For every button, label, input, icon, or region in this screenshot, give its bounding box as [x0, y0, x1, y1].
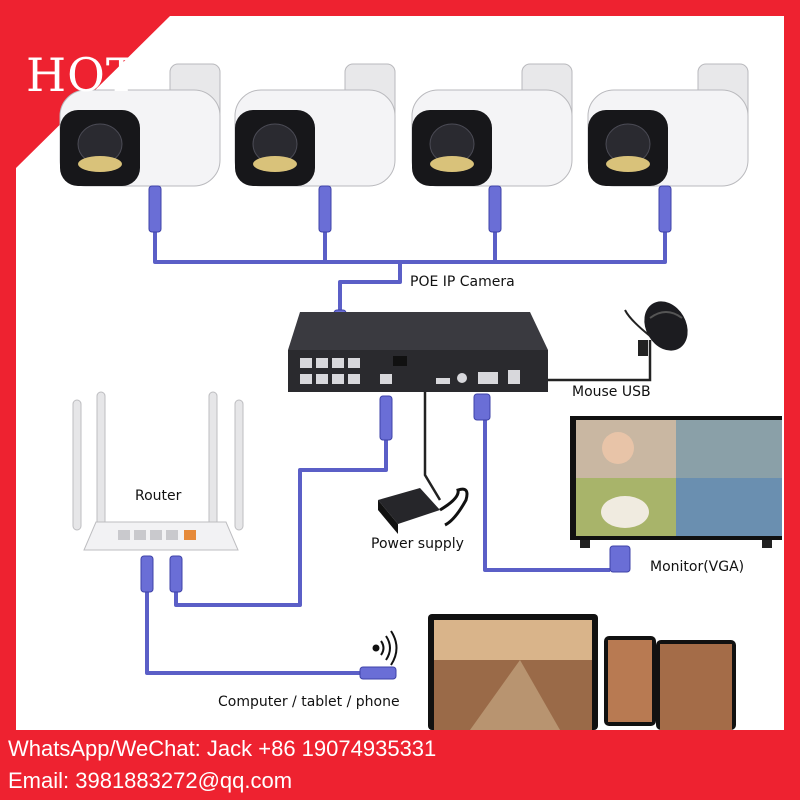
nvr-recorder	[288, 312, 548, 421]
computer-tablet-phone-label: Computer / tablet / phone	[218, 694, 400, 710]
cameras	[59, 63, 749, 187]
monitor	[570, 416, 782, 573]
router-computer-cable	[145, 590, 362, 675]
camera-bus-cable	[153, 232, 667, 264]
devices	[428, 614, 736, 730]
frame-top	[0, 0, 800, 16]
vga-cable	[483, 420, 610, 572]
power-cable	[423, 388, 442, 501]
router	[72, 391, 244, 551]
monitor-vga-label: Monitor(VGA)	[650, 559, 745, 575]
camera-3	[411, 63, 573, 187]
nvr-uplink-cable	[338, 262, 402, 318]
cables	[145, 232, 667, 675]
whatsapp-contact: WhatsApp/WeChat: Jack +86 19074935331	[8, 736, 437, 761]
hot-badge-text: HOT	[26, 48, 138, 102]
contact-banner: WhatsApp/WeChat: Jack +86 19074935331 Em…	[0, 730, 800, 800]
camera-4	[587, 63, 749, 187]
usb-mouse	[624, 301, 688, 356]
mouse-usb-label: Mouse USB	[572, 384, 651, 400]
frame-right	[784, 0, 800, 800]
camera-1	[59, 63, 221, 187]
camera-2	[234, 63, 396, 187]
power-supply-label: Power supply	[371, 536, 464, 552]
nvr-router-cable	[174, 440, 388, 607]
power-supply-brick	[378, 487, 469, 534]
camera-plugs	[140, 185, 672, 680]
poe-camera-label: POE IP Camera	[410, 274, 515, 290]
router-label: Router	[135, 488, 182, 504]
wifi-icon	[372, 630, 398, 666]
frame-left	[0, 0, 16, 800]
email-contact: Email: 3981883272@qq.com	[8, 768, 293, 793]
